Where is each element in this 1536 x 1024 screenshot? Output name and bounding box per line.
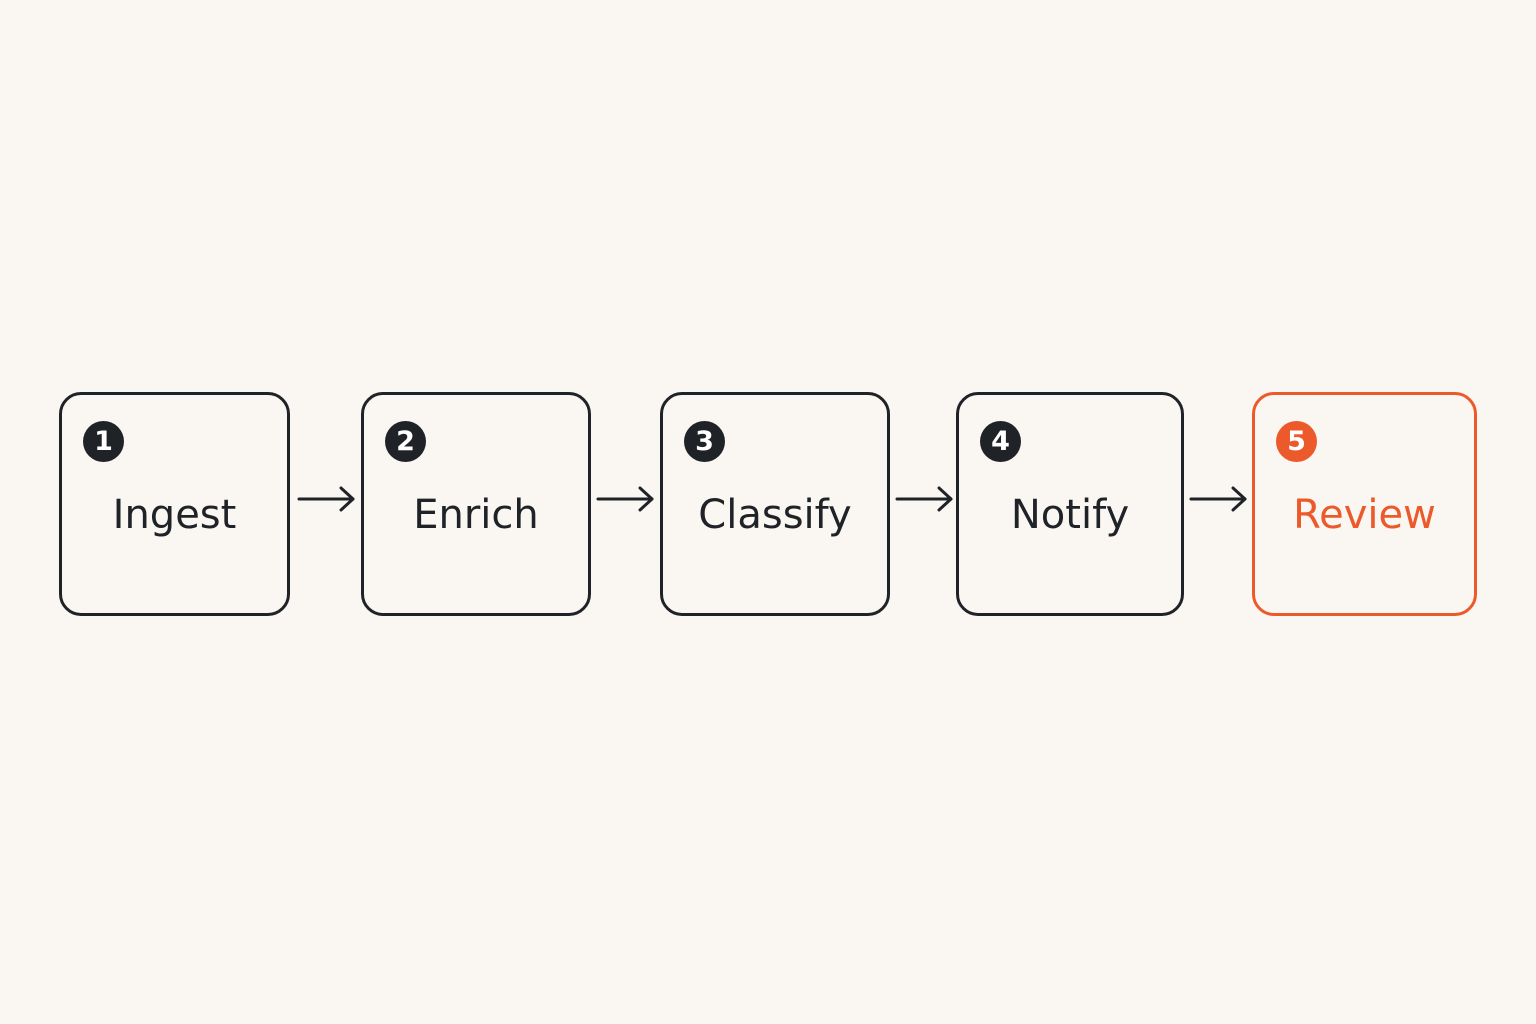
step-review: 5 Review xyxy=(1252,392,1477,616)
step-label: Classify xyxy=(698,492,852,538)
step-ingest: 1 Ingest xyxy=(59,392,290,616)
arrow-right-icon xyxy=(297,482,357,516)
step-number-badge: 5 xyxy=(1276,421,1317,462)
step-number-badge: 4 xyxy=(980,421,1021,462)
step-number-badge: 1 xyxy=(83,421,124,462)
step-label: Enrich xyxy=(413,492,539,538)
arrow-right-icon xyxy=(596,482,656,516)
arrow-right-icon xyxy=(895,482,955,516)
step-number-badge: 3 xyxy=(684,421,725,462)
arrow-right-icon xyxy=(1189,482,1249,516)
step-label: Review xyxy=(1293,492,1436,538)
step-label: Ingest xyxy=(112,492,237,538)
step-notify: 4 Notify xyxy=(956,392,1184,616)
step-classify: 3 Classify xyxy=(660,392,890,616)
step-number-badge: 2 xyxy=(385,421,426,462)
step-label: Notify xyxy=(1010,492,1130,538)
step-enrich: 2 Enrich xyxy=(361,392,591,616)
